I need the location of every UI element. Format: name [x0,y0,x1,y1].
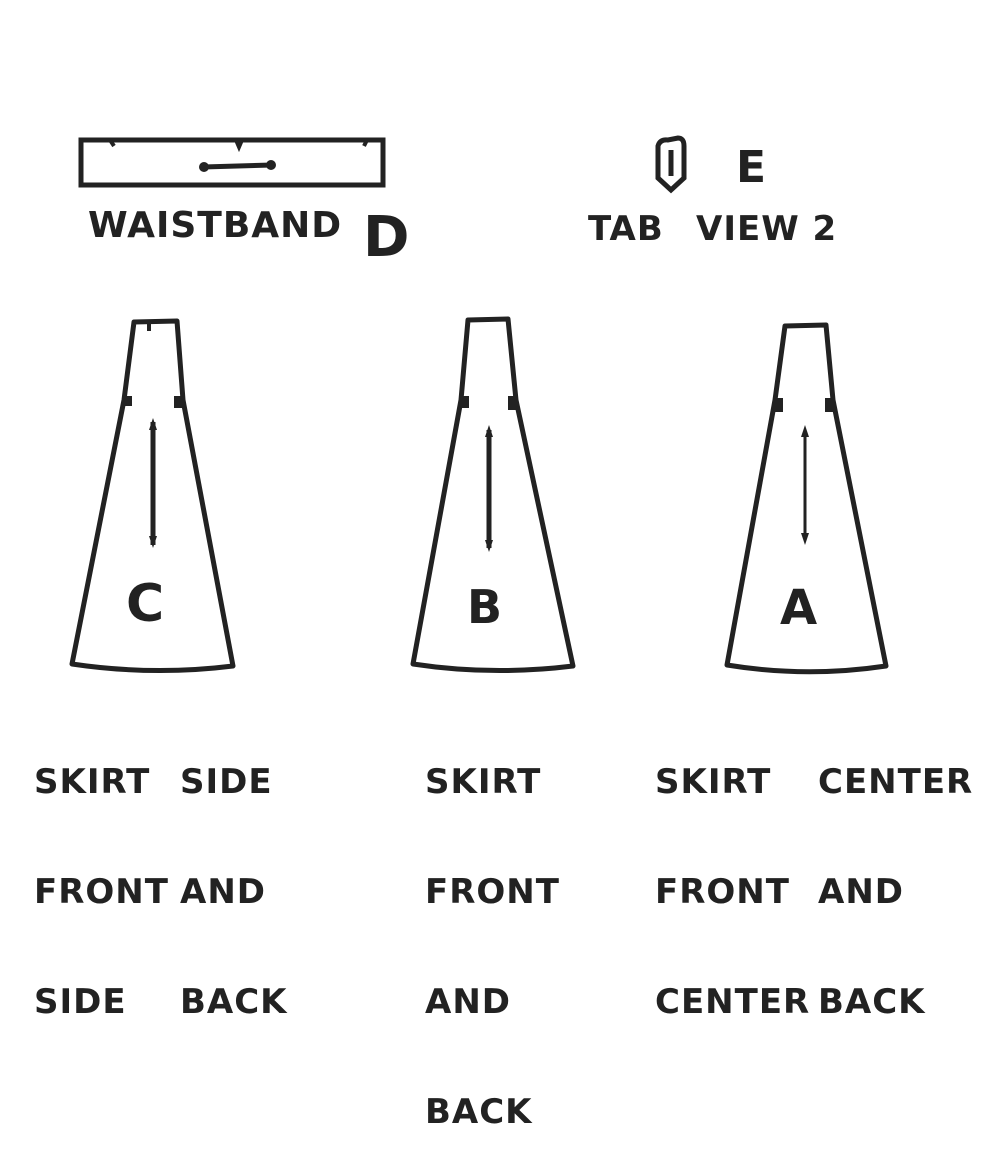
caption-line: SIDE [180,762,273,802]
caption-line: CENTER [818,762,974,802]
tab-shield-icon [655,135,687,194]
caption-line: BACK [818,982,926,1022]
waistband-piece [78,137,386,188]
view-label: VIEW 2 [696,209,838,249]
caption-line: FRONT [425,872,560,912]
grainline-arrow-icon [801,425,809,545]
pattern-diagram [69,135,889,675]
caption-line: SKIRT [425,762,542,802]
caption-line: SKIRT [655,762,772,802]
piece-letter-a: A [780,580,819,636]
waistband-label: WAISTBAND [88,205,343,246]
view-letter-e: E [736,142,768,193]
caption-line: AND [818,872,904,912]
caption-line: BACK [180,982,288,1022]
caption-line: AND [180,872,266,912]
caption-b-col1: SKIRT FRONT AND BACK [425,697,560,1171]
caption-line: SKIRT [34,762,151,802]
caption-a-col1: SKIRT FRONT CENTER [655,697,810,1061]
grainline-arrow-icon [485,425,493,552]
skirt-piece-a [724,322,889,675]
caption-c-col2: SIDE AND BACK [180,697,288,1061]
caption-a-col2: CENTER AND BACK [818,697,973,1061]
caption-c-col1: SKIRT FRONT SIDE [34,697,169,1061]
caption-line: FRONT [34,872,169,912]
skirt-piece-c [69,318,236,674]
caption-line: BACK [425,1092,533,1132]
caption-line: AND [425,982,511,1022]
piece-letter-d: D [363,205,411,270]
piece-letter-b: B [467,580,504,634]
skirt-piece-b [410,316,576,674]
grainline-arrow-icon [149,418,157,548]
caption-line: SIDE [34,982,127,1022]
tab-label: TAB [588,209,664,249]
piece-letter-c: C [126,574,166,634]
caption-line: CENTER [655,982,811,1022]
grainline-arrow-icon [199,160,276,172]
caption-line: FRONT [655,872,790,912]
